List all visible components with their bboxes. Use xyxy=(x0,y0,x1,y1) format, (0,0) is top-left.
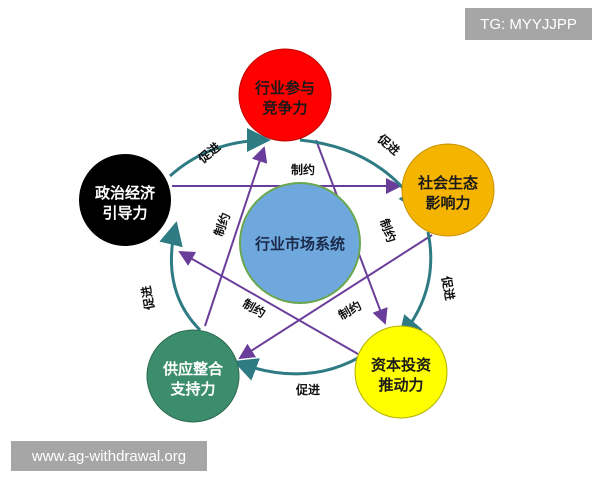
restrain-label-3: 制约 xyxy=(377,217,399,245)
node-political-line2: 引导力 xyxy=(102,204,147,222)
promote-label-3: 促进 xyxy=(439,274,458,301)
promote-social-to-capital xyxy=(398,231,433,341)
node-industry-line1: 行业参与 xyxy=(254,79,315,97)
node-supply-line2: 支持力 xyxy=(169,380,215,398)
promote-label-1: 促进 xyxy=(194,139,223,167)
restrain-label-1: 制约 xyxy=(291,162,315,177)
node-political-line1: 政治经济 xyxy=(95,184,156,202)
restrain-supply-to-industry xyxy=(204,146,268,327)
node-capital-line1: 资本投资 xyxy=(371,356,431,374)
node-industry-line2: 竞争力 xyxy=(262,99,307,117)
node-industry: 行业参与 竞争力 xyxy=(238,48,332,142)
node-social: 社会生态 影响力 xyxy=(401,143,495,237)
watermark-bottom-left: www.ag-withdrawal.org xyxy=(11,441,207,471)
promote-political-to-industry xyxy=(168,128,271,178)
restrain-capital-to-political xyxy=(178,251,359,355)
restrain-social-to-supply xyxy=(238,234,433,360)
node-political: 政治经济 引导力 xyxy=(79,154,171,246)
restrain-label-5: 制约 xyxy=(336,298,364,323)
promote-label-4: 促进 xyxy=(295,382,320,397)
center-label: 行业市场系统 xyxy=(254,235,345,253)
promote-label-5: 促进 xyxy=(138,285,157,312)
restraint-lines xyxy=(172,139,433,360)
node-capital: 资本投资 推动力 xyxy=(354,325,448,419)
watermark-top-right: TG: MYYJJPP xyxy=(465,8,592,40)
restrain-label-2: 制约 xyxy=(211,211,233,239)
promote-capital-to-supply xyxy=(233,350,369,381)
node-social-line2: 影响力 xyxy=(425,194,470,212)
node-social-line1: 社会生态 xyxy=(417,174,478,192)
center-node: 行业市场系统 xyxy=(239,182,361,304)
node-supply: 供应整合 支持力 xyxy=(146,329,240,423)
node-supply-line1: 供应整合 xyxy=(162,360,224,378)
node-capital-line2: 推动力 xyxy=(378,376,423,394)
promote-supply-to-political xyxy=(159,221,202,332)
promote-label-2: 促进 xyxy=(374,130,403,158)
